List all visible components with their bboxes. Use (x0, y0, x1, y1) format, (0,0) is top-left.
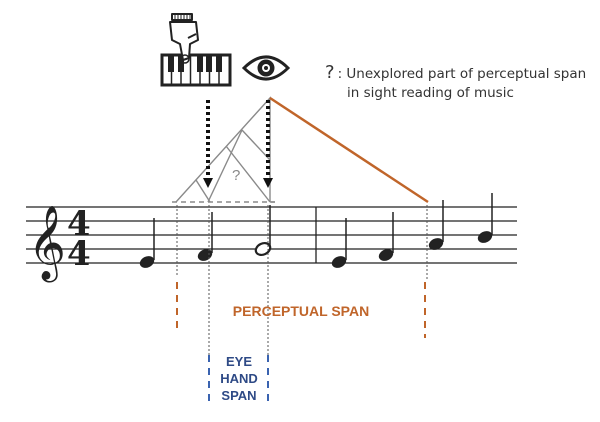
note-3-half (254, 205, 272, 257)
time-signature-top: 4 (67, 204, 91, 244)
eye-hand-span-boundaries (208, 355, 269, 405)
legend-line1: Unexplored part of perceptual span (346, 66, 586, 82)
hand-fixation-arrow (203, 100, 213, 188)
perceptual-span-triangle (172, 96, 275, 203)
eye-hand-span-label-eye: EYE (226, 354, 252, 369)
perceptual-span-boundaries (176, 282, 426, 338)
legend-separator: : (338, 66, 347, 82)
eye-icon (241, 55, 291, 81)
note-1 (139, 218, 155, 268)
triangle-question-mark: ? (232, 167, 240, 184)
music-staff (26, 206, 517, 264)
perceptual-span-label: PERCEPTUAL SPAN (233, 303, 369, 319)
note-7 (477, 193, 493, 243)
eye-hand-span-label-span: SPAN (221, 388, 256, 403)
svg-text:?: Unexplored part of perceptu: ?: Unexplored part of perceptual span (325, 62, 586, 83)
note-2 (197, 212, 213, 261)
perceptual-span-line (269, 96, 429, 204)
note-6 (428, 200, 444, 250)
legend-symbol: ? (325, 62, 335, 83)
note-5 (378, 212, 394, 261)
eye-fixation-arrow (263, 100, 273, 188)
treble-clef-icon: 𝄞 (28, 206, 66, 283)
hand-pressing-piano-icon (160, 13, 232, 87)
note-4 (331, 218, 347, 268)
eye-hand-span-label-hand: HAND (220, 371, 258, 386)
time-signature-bottom: 4 (67, 234, 91, 274)
span-guide-lines (176, 205, 428, 355)
legend-line2: in sight reading of music (347, 85, 514, 101)
